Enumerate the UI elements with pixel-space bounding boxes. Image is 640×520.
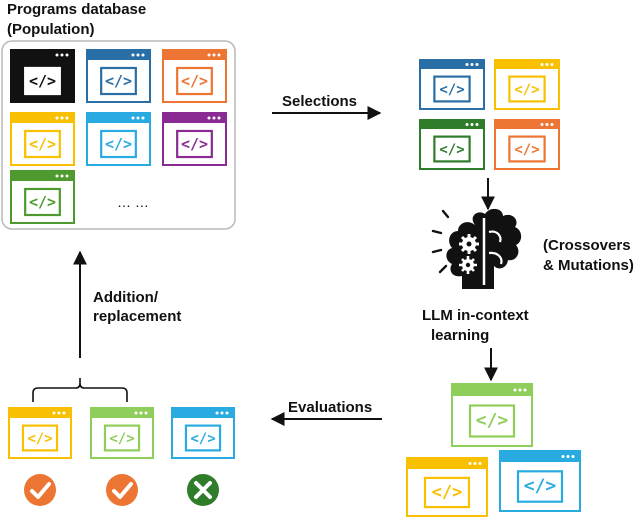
operators-label-2: & Mutations) xyxy=(543,257,634,274)
code-glyph: </> xyxy=(190,431,215,447)
brain-gears-icon xyxy=(431,208,522,289)
population-code-window: </> xyxy=(86,112,151,166)
population-code-window: </> xyxy=(10,170,75,224)
population-windows: </> </> </> </> </> </> </> xyxy=(10,49,227,224)
code-glyph: </> xyxy=(29,193,56,211)
offspring-code-window: </> xyxy=(406,457,488,517)
addition-label: Addition/ xyxy=(93,289,158,306)
code-glyph: </> xyxy=(105,72,132,90)
selected-code-window: </> xyxy=(419,59,485,110)
code-glyph: </> xyxy=(109,431,134,447)
code-glyph: </> xyxy=(439,82,464,98)
evaluated-brace xyxy=(32,378,128,402)
offspring-code-window: </> xyxy=(451,383,533,447)
code-glyph: </> xyxy=(105,135,132,153)
cross-icon xyxy=(187,474,219,506)
code-glyph: </> xyxy=(514,142,539,158)
code-glyph: </> xyxy=(439,142,464,158)
code-glyph: </> xyxy=(432,483,463,503)
code-glyph: </> xyxy=(29,135,56,153)
code-glyph: </> xyxy=(27,431,52,447)
code-glyph: </> xyxy=(181,135,208,153)
offspring-code-window: </> xyxy=(499,450,581,512)
population-code-window: </> xyxy=(10,49,75,103)
population-title: Programs database xyxy=(7,1,147,18)
population-code-window: </> xyxy=(10,112,75,166)
selected-code-window: </> xyxy=(494,59,560,110)
population-code-window: </> xyxy=(162,49,227,103)
selected-windows: </> </> </> </> xyxy=(419,59,560,170)
llm-label: LLM in-context xyxy=(422,307,529,324)
check-icon xyxy=(106,474,138,506)
evaluated-code-window: </> xyxy=(90,407,154,459)
population-ellipsis: … … xyxy=(117,194,149,210)
check-icon xyxy=(24,474,56,506)
code-glyph: </> xyxy=(524,476,557,497)
selections-label: Selections xyxy=(282,93,358,110)
evaluated-windows: </> </> </> xyxy=(8,407,235,459)
population-code-window: </> xyxy=(86,49,151,103)
selected-code-window: </> xyxy=(419,119,485,170)
evaluated-code-window: </> xyxy=(171,407,235,459)
code-glyph: </> xyxy=(181,72,208,90)
result-badges xyxy=(24,474,219,506)
evaluated-code-window: </> xyxy=(8,407,72,459)
code-glyph: </> xyxy=(29,72,56,90)
population-code-window: </> xyxy=(162,112,227,166)
operators-label: (Crossovers xyxy=(543,237,631,254)
selected-code-window: </> xyxy=(494,119,560,170)
llm-label-2: learning xyxy=(431,327,490,344)
offspring-windows: </> </> </> xyxy=(406,383,581,517)
addition-label-2: replacement xyxy=(93,308,182,325)
evaluations-label: Evaluations xyxy=(288,399,373,416)
population-subtitle: (Population) xyxy=(7,21,95,38)
code-glyph: </> xyxy=(514,82,539,98)
code-glyph: </> xyxy=(476,410,509,431)
